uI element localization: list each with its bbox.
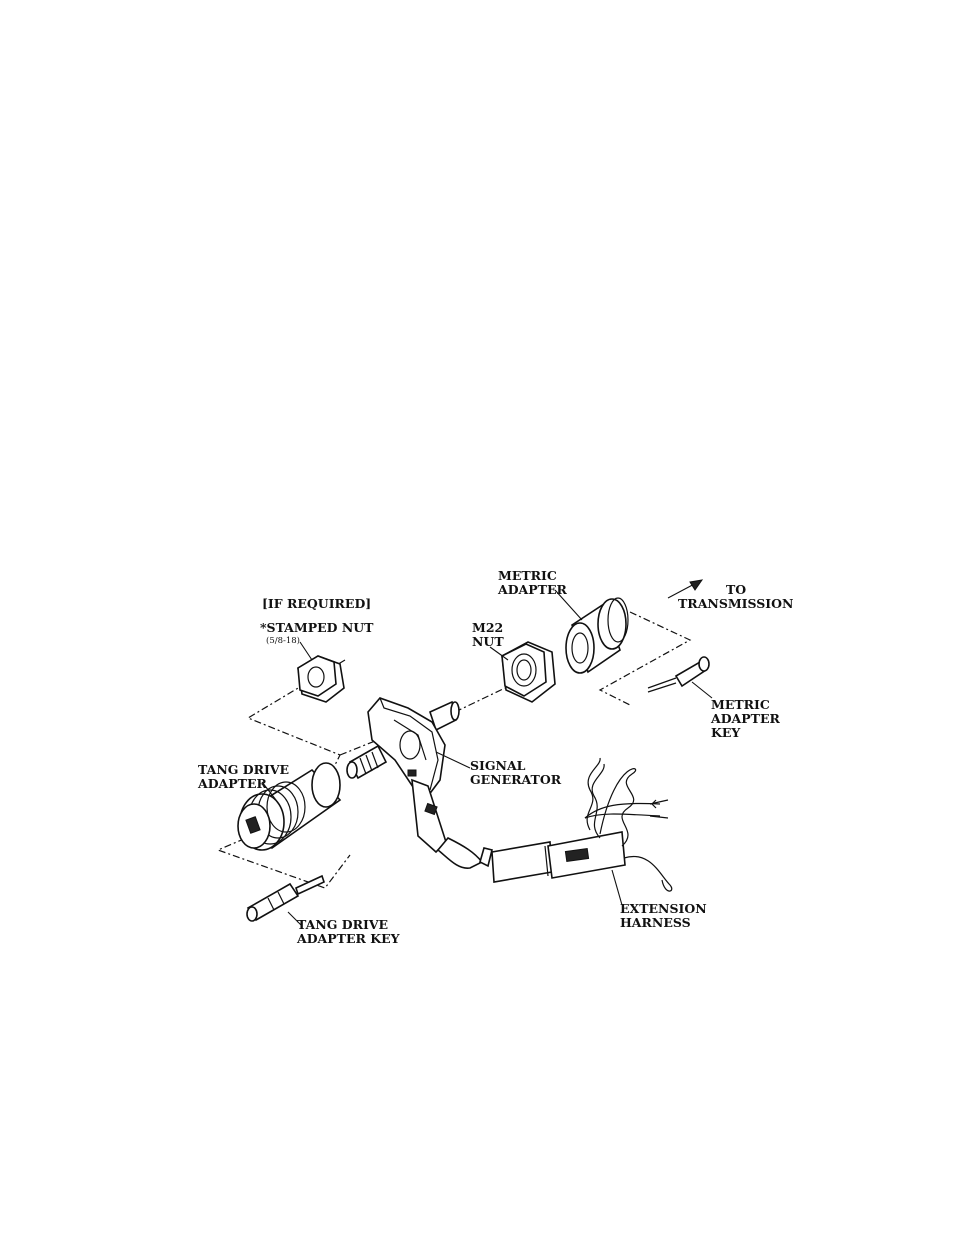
- label-metric-adapter-1: METRIC: [498, 568, 557, 583]
- label-if-required: [IF REQUIRED]: [262, 596, 371, 611]
- label-m22-nut: NUT: [472, 634, 504, 649]
- signal-generator-part: [347, 698, 459, 852]
- label-tang-key-2: ADAPTER KEY: [296, 931, 401, 946]
- label-metric-adapter-2: ADAPTER: [497, 582, 567, 597]
- label-tang-key-1: TANG DRIVE: [297, 917, 388, 932]
- label-transmission: TRANSMISSION: [678, 596, 793, 611]
- label-tang-adapter-2: ADAPTER: [197, 776, 267, 791]
- label-metric-key-2: ADAPTER: [710, 711, 780, 726]
- label-extension: EXTENSION: [620, 901, 707, 916]
- stamped-nut-part: [298, 656, 344, 702]
- label-to: TO: [726, 582, 746, 597]
- label-metric-key-1: METRIC: [711, 697, 770, 712]
- label-signal: SIGNAL: [470, 758, 526, 773]
- label-m22: M22: [472, 620, 503, 635]
- label-stamped-nut-size: (5/8-18): [266, 635, 300, 646]
- label-metric-key-3: KEY: [711, 725, 741, 740]
- metric-adapter-key-part: [648, 657, 709, 692]
- m22-nut-part: [502, 642, 555, 702]
- metric-adapter-part: [566, 598, 628, 673]
- tang-drive-adapter-key-part: [247, 876, 324, 921]
- label-tang-adapter-1: TANG DRIVE: [198, 762, 289, 777]
- label-harness: HARNESS: [620, 915, 691, 930]
- label-generator: GENERATOR: [470, 772, 562, 787]
- label-stamped-nut: *STAMPED NUT: [260, 620, 374, 635]
